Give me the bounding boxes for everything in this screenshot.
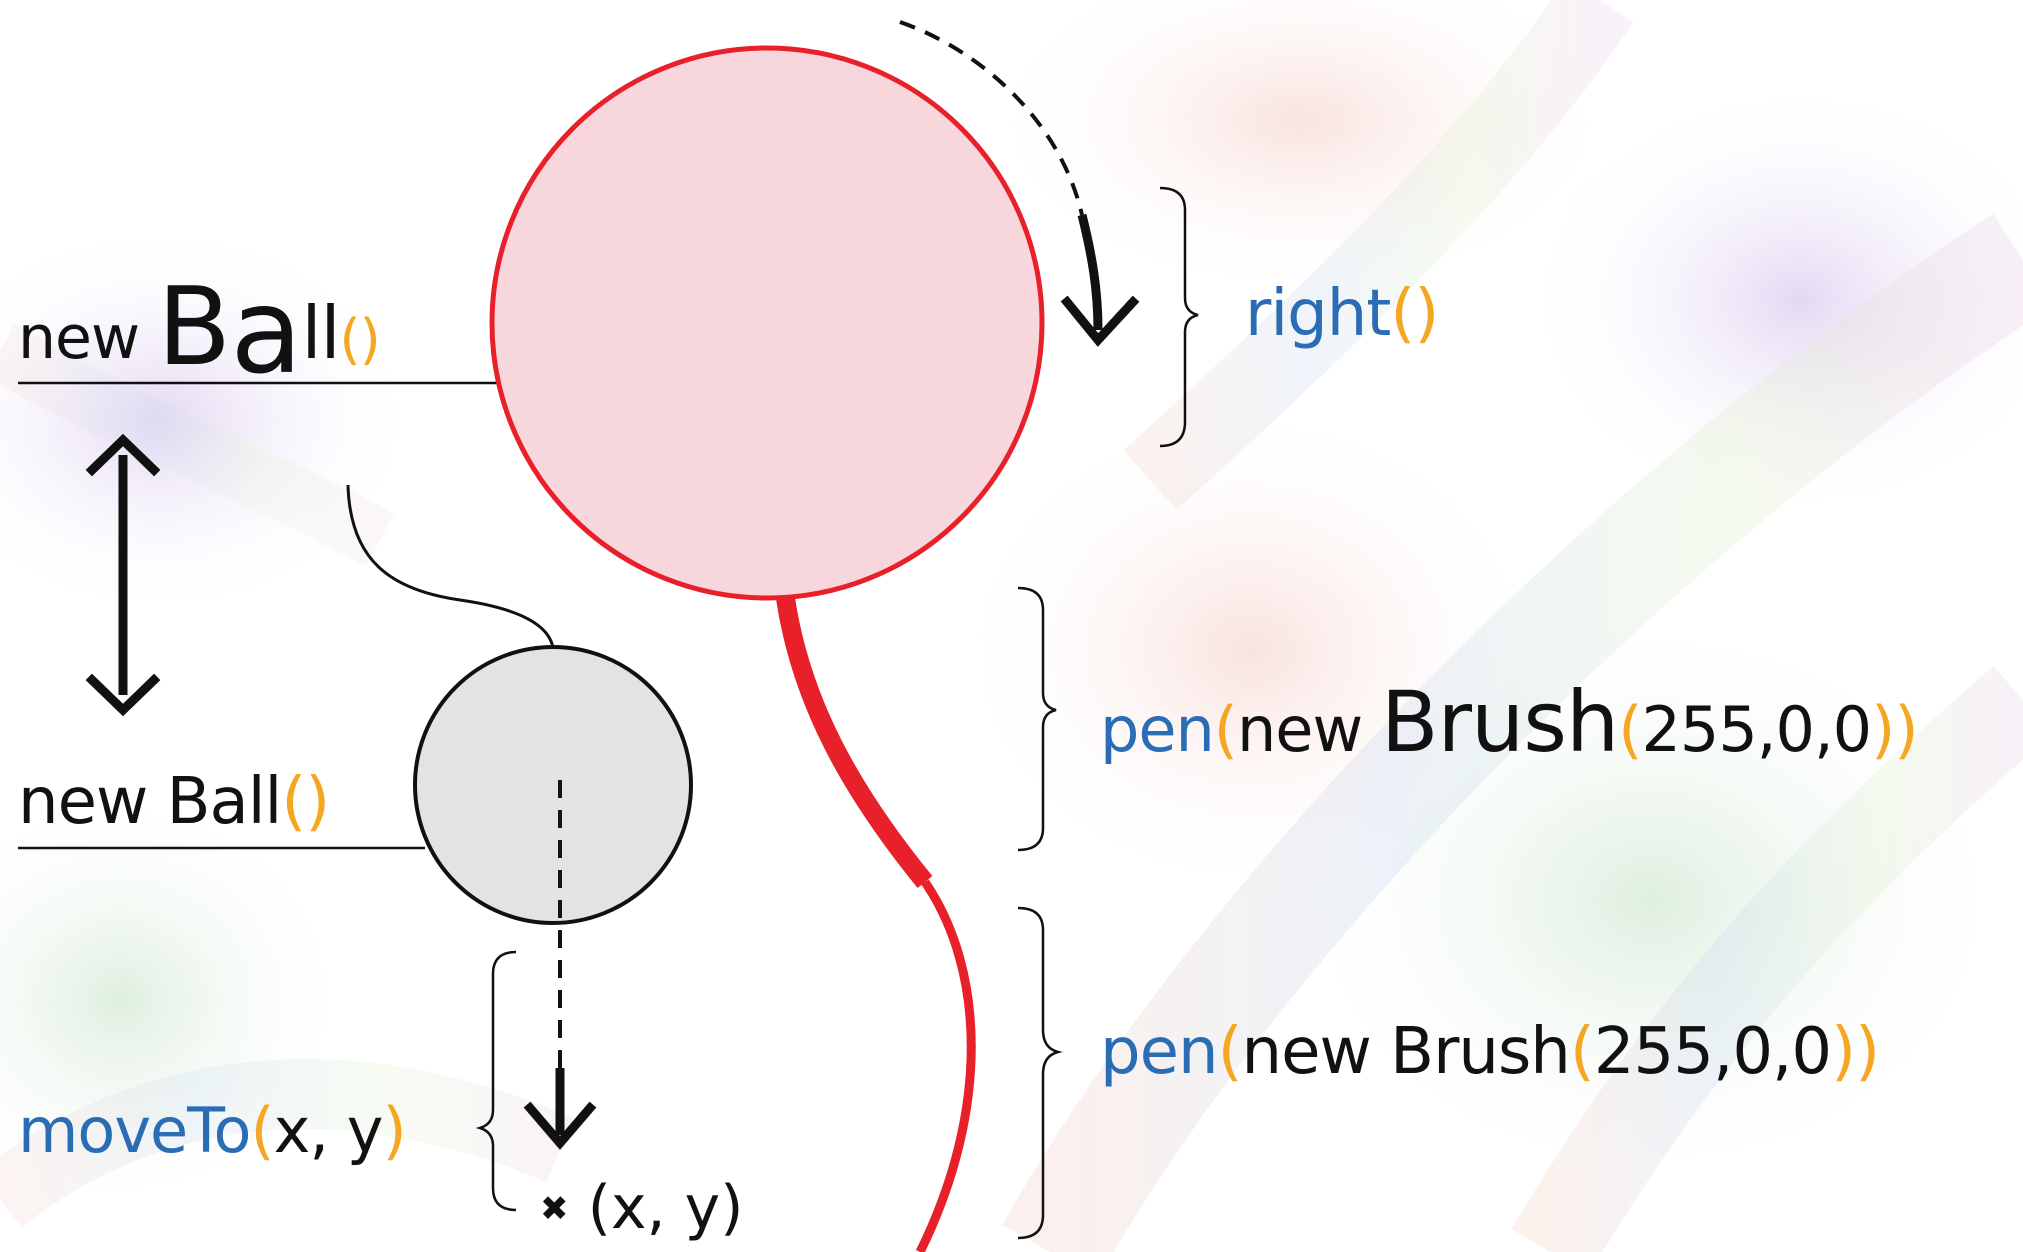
size-arrow-down-icon bbox=[85, 673, 161, 717]
bracket-right bbox=[1159, 186, 1199, 448]
method-pen: pen bbox=[1100, 693, 1215, 766]
parens: () bbox=[281, 765, 330, 839]
method-pen: pen bbox=[1100, 1015, 1219, 1089]
method-right: right bbox=[1245, 277, 1391, 351]
paren-open: ( bbox=[250, 1094, 274, 1167]
parens: () bbox=[1390, 277, 1439, 351]
brush-args: 255,0,0 bbox=[1641, 693, 1872, 766]
class-ball-ll: ll bbox=[301, 291, 341, 375]
class-ball-text: new Ball bbox=[18, 765, 282, 839]
paren-close: )) bbox=[1871, 693, 1918, 766]
paren-open: ( bbox=[1618, 693, 1642, 766]
label-new-ball-small: new Ball() bbox=[18, 770, 330, 834]
bracket-pen-small bbox=[1017, 906, 1063, 1240]
pen-line-thin bbox=[915, 879, 976, 1252]
label-move-to: moveTo(x, y) bbox=[18, 1100, 407, 1162]
bracket-pen-big bbox=[1017, 586, 1057, 852]
move-to-args: x, y bbox=[273, 1094, 384, 1167]
parens: () bbox=[339, 308, 381, 371]
target-cross-icon: ✖ bbox=[540, 1189, 569, 1229]
label-target-point: ✖ (x, y) bbox=[540, 1178, 744, 1238]
paren-open: ( bbox=[1217, 1015, 1243, 1089]
class-ball-a: a bbox=[230, 262, 302, 400]
paren-open: ( bbox=[1569, 1015, 1595, 1089]
paren-open: ( bbox=[1213, 693, 1238, 766]
rotation-arrow-icon bbox=[1060, 295, 1140, 347]
target-coordinates: (x, y) bbox=[587, 1173, 744, 1243]
size-arrow-up-icon bbox=[85, 433, 161, 477]
label-new-ball-big: new Ball() bbox=[18, 272, 381, 390]
class-brush: new Brush bbox=[1241, 1015, 1571, 1089]
paren-close: )) bbox=[1831, 1015, 1880, 1089]
rotation-arc-solid bbox=[1077, 213, 1103, 331]
label-pen-big: pen(new Brush(255,0,0)) bbox=[1100, 680, 1919, 766]
connector-curve bbox=[346, 484, 555, 649]
rotation-arc-dashed bbox=[899, 20, 1084, 216]
paren-close: ) bbox=[382, 1094, 406, 1167]
method-move-to: moveTo bbox=[18, 1094, 251, 1167]
keyword-new: new bbox=[18, 303, 140, 373]
label-right: right() bbox=[1245, 282, 1439, 346]
small-ball bbox=[413, 645, 693, 925]
big-ball bbox=[489, 45, 1045, 601]
move-arrow-down-icon bbox=[523, 1101, 597, 1150]
class-ball-b: B bbox=[157, 265, 231, 390]
keyword-new: new bbox=[1237, 693, 1381, 766]
label-pen-small: pen(new Brush(255,0,0)) bbox=[1100, 1020, 1880, 1084]
class-brush: Brush bbox=[1380, 673, 1619, 771]
bracket-move-to bbox=[475, 950, 517, 1212]
brush-args: 255,0,0 bbox=[1593, 1015, 1832, 1089]
pen-line-thick bbox=[775, 593, 933, 889]
